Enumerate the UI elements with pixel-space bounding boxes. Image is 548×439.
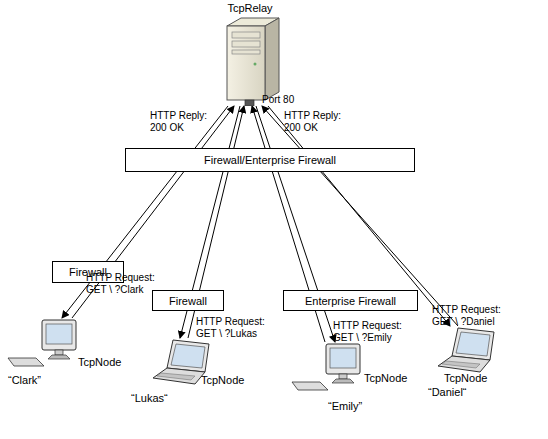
relay-server: TcpRelay xyxy=(205,2,295,106)
edge-label: HTTP Request: GET \ ?Clark xyxy=(86,272,164,296)
client-computer: TcpNode “Emily” xyxy=(290,342,405,420)
edge-label: HTTP Reply: 200 OK xyxy=(150,110,210,134)
edge-label: HTTP Request: GET \ ?Daniel xyxy=(432,304,510,328)
firewall-label: Firewall xyxy=(169,295,207,307)
port-label: Port 80 xyxy=(262,94,294,105)
client-computer: TcpNode “Daniel“ xyxy=(420,326,540,402)
firewall-box: Firewall/Enterprise Firewall xyxy=(125,148,415,172)
firewall-label: Enterprise Firewall xyxy=(305,295,396,307)
node-name: “Lukas“ xyxy=(131,392,168,404)
edge-label: HTTP Reply: 200 OK xyxy=(284,110,344,134)
firewall-box: Enterprise Firewall xyxy=(283,290,418,311)
edge-label: HTTP Request: GET \ ?Lukas xyxy=(196,316,274,340)
http-connector xyxy=(268,106,450,326)
client-computer: TcpNode “Clark” xyxy=(2,318,122,393)
firewall-label: Firewall/Enterprise Firewall xyxy=(204,154,336,166)
http-connector xyxy=(62,106,228,318)
node-type: TcpNode xyxy=(444,372,487,384)
node-name: “Clark” xyxy=(8,374,41,386)
node-type: TcpNode xyxy=(78,356,121,368)
http-connector xyxy=(262,106,458,326)
firewall-box: Firewall xyxy=(152,290,224,311)
http-connector xyxy=(72,106,234,318)
server-name: TcpRelay xyxy=(205,2,295,14)
edge-label: HTTP Request: GET \ ?Emily xyxy=(333,320,411,344)
node-type: TcpNode xyxy=(201,374,244,386)
server-illustration xyxy=(205,2,295,106)
node-type: TcpNode xyxy=(364,372,407,384)
node-name: “Emily” xyxy=(328,400,362,412)
node-name: “Daniel“ xyxy=(428,386,467,398)
client-computer: TcpNode“Lukas“ xyxy=(125,338,240,410)
